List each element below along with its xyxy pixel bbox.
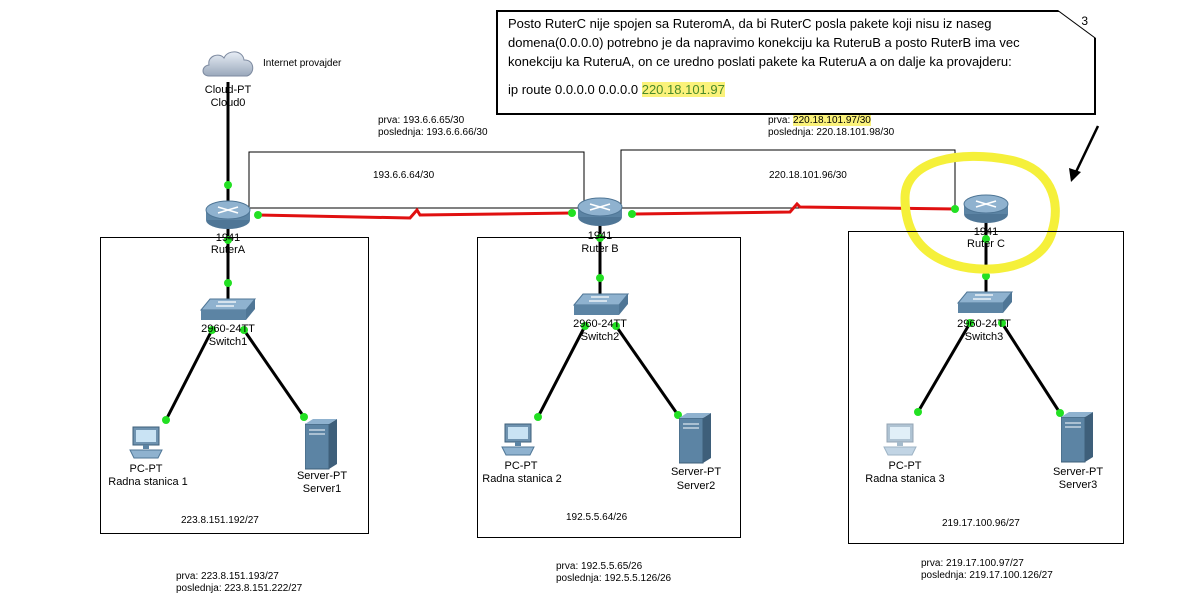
router-c-model: 1941 — [973, 226, 999, 238]
server3-icon[interactable] — [1060, 411, 1095, 468]
lan1-prva: prva: 223.8.151.193/27 — [176, 571, 279, 582]
lan2-poslednja: poslednja: 192.5.5.126/26 — [556, 573, 672, 584]
link-switch3-server3 — [1000, 322, 1062, 414]
lan2-prva: prva: 192.5.5.65/26 — [556, 561, 643, 572]
wan-bc-network: 220.18.101.96/30 — [769, 170, 847, 181]
server3-name: Server3 — [1058, 479, 1098, 491]
server2-icon[interactable] — [678, 412, 713, 469]
switch1-name: Switch1 — [208, 336, 248, 348]
cloud-label: Internet provajder — [263, 58, 342, 69]
switch3-icon[interactable] — [956, 291, 1014, 320]
server2-type: Server-PT — [670, 466, 722, 478]
lan1-network: 223.8.151.192/27 — [181, 515, 259, 526]
lan2-network: 192.5.5.64/26 — [566, 512, 628, 523]
server1-type: Server-PT — [296, 470, 348, 482]
pc3-name: Radna stanica 3 — [865, 473, 945, 485]
wan-ab-poslednja: poslednja: 193.6.6.66/30 — [378, 127, 488, 138]
switch2-name: Switch2 — [580, 331, 620, 343]
link-switch1-server1 — [242, 329, 306, 418]
lan3-network: 219.17.100.96/27 — [942, 518, 1020, 529]
server1-name: Server1 — [302, 483, 342, 495]
switch1-model: 2960-24TT — [201, 323, 255, 335]
wan-bc-prva: prva: 220.18.101.97/30 — [768, 115, 871, 126]
lan1-poslednja: poslednja: 223.8.151.222/27 — [176, 583, 303, 594]
server3-type: Server-PT — [1052, 466, 1104, 478]
switch3-name: Switch3 — [964, 331, 1004, 343]
note-number: 3 — [1081, 14, 1088, 28]
pc1-name: Radna stanica 1 — [108, 476, 188, 488]
cloud-icon[interactable] — [199, 46, 257, 82]
pc3-type: PC-PT — [888, 460, 922, 472]
lan1-box — [100, 237, 369, 534]
lan3-poslednja: poslednja: 219.17.100.126/27 — [921, 570, 1053, 581]
pc2-name: Radna stanica 2 — [482, 473, 562, 485]
pc1-type: PC-PT — [129, 463, 163, 475]
switch3-model: 2960-24TT — [957, 318, 1011, 330]
router-a-name: RuterA — [210, 244, 246, 256]
serial-ruterB-ruterC — [631, 201, 956, 216]
switch1-icon[interactable] — [199, 298, 257, 327]
router-b-model: 1941 — [587, 230, 613, 242]
link-switch1-pc1 — [164, 329, 214, 421]
note-command: ip route 0.0.0.0 0.0.0.0 220.18.101.97 — [508, 82, 725, 97]
pc2-type: PC-PT — [504, 460, 538, 472]
wan-bc-poslednja: poslednja: 220.18.101.98/30 — [768, 127, 895, 138]
router-c-icon[interactable] — [963, 194, 1009, 229]
annotation-arrow — [1069, 168, 1081, 182]
note-command-ip: 220.18.101.97 — [641, 82, 725, 97]
pc1-icon[interactable] — [128, 426, 164, 465]
cloud-type: Cloud-PT — [204, 84, 252, 96]
link-switch2-server2 — [614, 325, 680, 416]
annotation-note: 3 Posto RuterC nije spojen sa RuteromA, … — [496, 10, 1096, 115]
link-switch3-pc3 — [916, 322, 972, 413]
router-c-name: Ruter C — [967, 238, 1005, 250]
router-b-name: Ruter B — [581, 243, 619, 255]
router-b-icon[interactable] — [577, 197, 623, 232]
wan-ab-prva: prva: 193.6.6.65/30 — [378, 115, 465, 126]
server2-name: Server2 — [676, 480, 716, 492]
wan-ab-network: 193.6.6.64/30 — [373, 170, 435, 181]
note-text: Posto RuterC nije spojen sa RuteromA, da… — [508, 16, 1020, 69]
switch2-model: 2960-24TT — [573, 318, 627, 330]
server1-icon[interactable] — [304, 418, 339, 475]
wan-ab-box — [248, 151, 585, 209]
lan2-box — [477, 237, 741, 538]
wan-bc-box — [620, 149, 956, 209]
router-a-icon[interactable] — [205, 200, 251, 235]
switch2-icon[interactable] — [572, 293, 630, 322]
wan-bc-prva-ip: 220.18.101.97/30 — [793, 115, 871, 126]
lan3-prva: prva: 219.17.100.97/27 — [921, 558, 1024, 569]
router-a-model: 1941 — [215, 232, 241, 244]
link-switch2-pc2 — [536, 325, 587, 418]
pc2-icon[interactable] — [500, 423, 536, 462]
cloud-name: Cloud0 — [210, 97, 246, 109]
serial-ruterA-ruterB — [257, 207, 573, 220]
lan3-box — [848, 231, 1124, 544]
pc3-icon[interactable] — [882, 423, 918, 462]
